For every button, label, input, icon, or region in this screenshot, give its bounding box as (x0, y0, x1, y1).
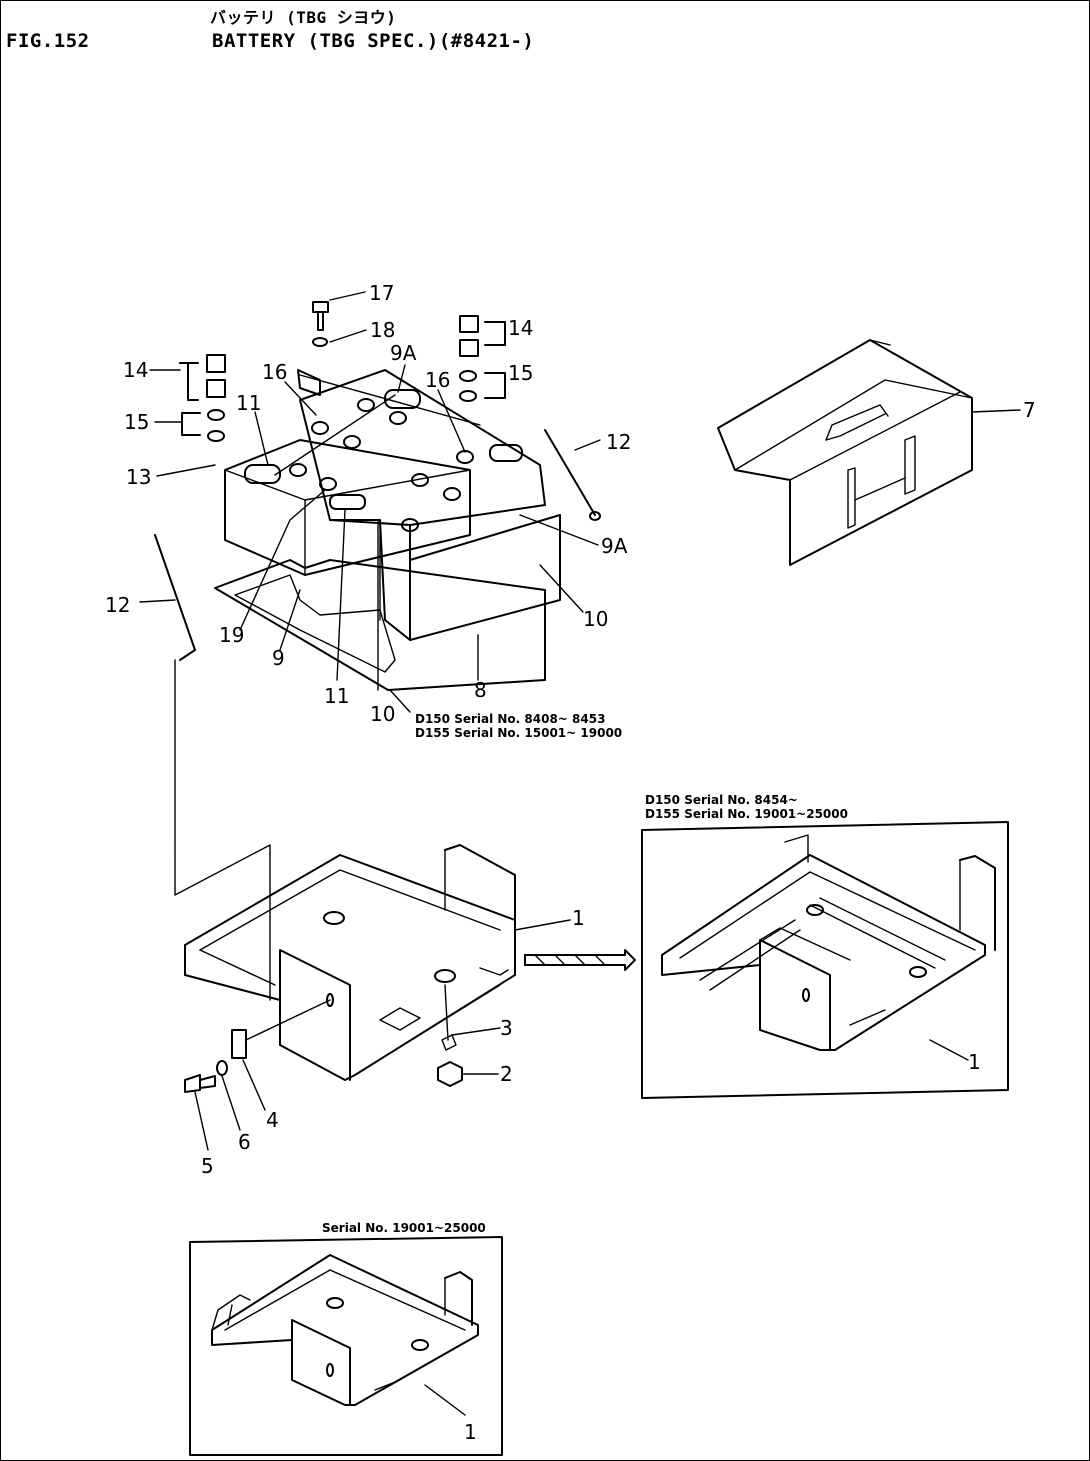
callout-19: 18 (370, 318, 396, 342)
callout-8: 8 (474, 678, 487, 702)
callout-16-right: 15 (508, 361, 534, 385)
main-battery-tray (174, 659, 636, 1151)
callout-1-right: 1 (968, 1050, 981, 1074)
callout-12-bottom: 11 (324, 684, 350, 708)
battery-serial-note-2: D155 Serial No. 15001~ 19000 (415, 726, 623, 740)
callout-10-top: 9A (390, 341, 417, 365)
figure-title: BATTERY (TBG SPEC.)(#8421-) (212, 30, 535, 52)
callout-17-left: 16 (262, 360, 288, 384)
callout-1-main: 1 (572, 906, 585, 930)
callout-4: 4 (266, 1108, 279, 1132)
tray-right-serial-note-2: D155 Serial No. 19001~25000 (645, 807, 848, 821)
callout-9A: 10 (583, 607, 609, 631)
callout-13-right: 12 (606, 430, 632, 454)
callout-14: 13 (126, 465, 152, 489)
callout-9: 9 (272, 646, 285, 670)
tray-bottom-serial-note: Serial No. 19001~25000 (322, 1221, 486, 1235)
callout-11: 10 (370, 702, 396, 726)
callout-13-left: 12 (105, 593, 131, 617)
callout-5: 5 (201, 1154, 214, 1178)
callout-2: 2 (500, 1062, 513, 1086)
callout-16-left: 15 (124, 410, 150, 434)
japanese-subtitle: バッテリ (TBG シヨウ) (210, 8, 397, 27)
tray-variant-bottom (189, 1236, 503, 1456)
battery-cover (717, 339, 1021, 566)
callout-7: 7 (1023, 398, 1036, 422)
callout-1-bottom: 1 (464, 1420, 477, 1444)
battery-assembly (139, 291, 601, 713)
callout-6: 6 (238, 1130, 251, 1154)
callout-18: 17 (369, 281, 395, 305)
battery-serial-note-1: D150 Serial No. 8408~ 8453 (415, 712, 606, 726)
figure-number: FIG.152 (6, 30, 90, 52)
callout-12-top: 11 (236, 391, 262, 415)
callout-17-right: 16 (425, 368, 451, 392)
callout-15-left: 14 (123, 358, 149, 382)
callout-20: 19 (219, 623, 245, 647)
callout-15-right: 14 (508, 316, 534, 340)
callout-10-side: 9A (601, 534, 628, 558)
tray-right-serial-note-1: D150 Serial No. 8454~ (645, 793, 798, 807)
callout-3: 3 (500, 1016, 513, 1040)
tray-variant-right (641, 821, 1009, 1099)
